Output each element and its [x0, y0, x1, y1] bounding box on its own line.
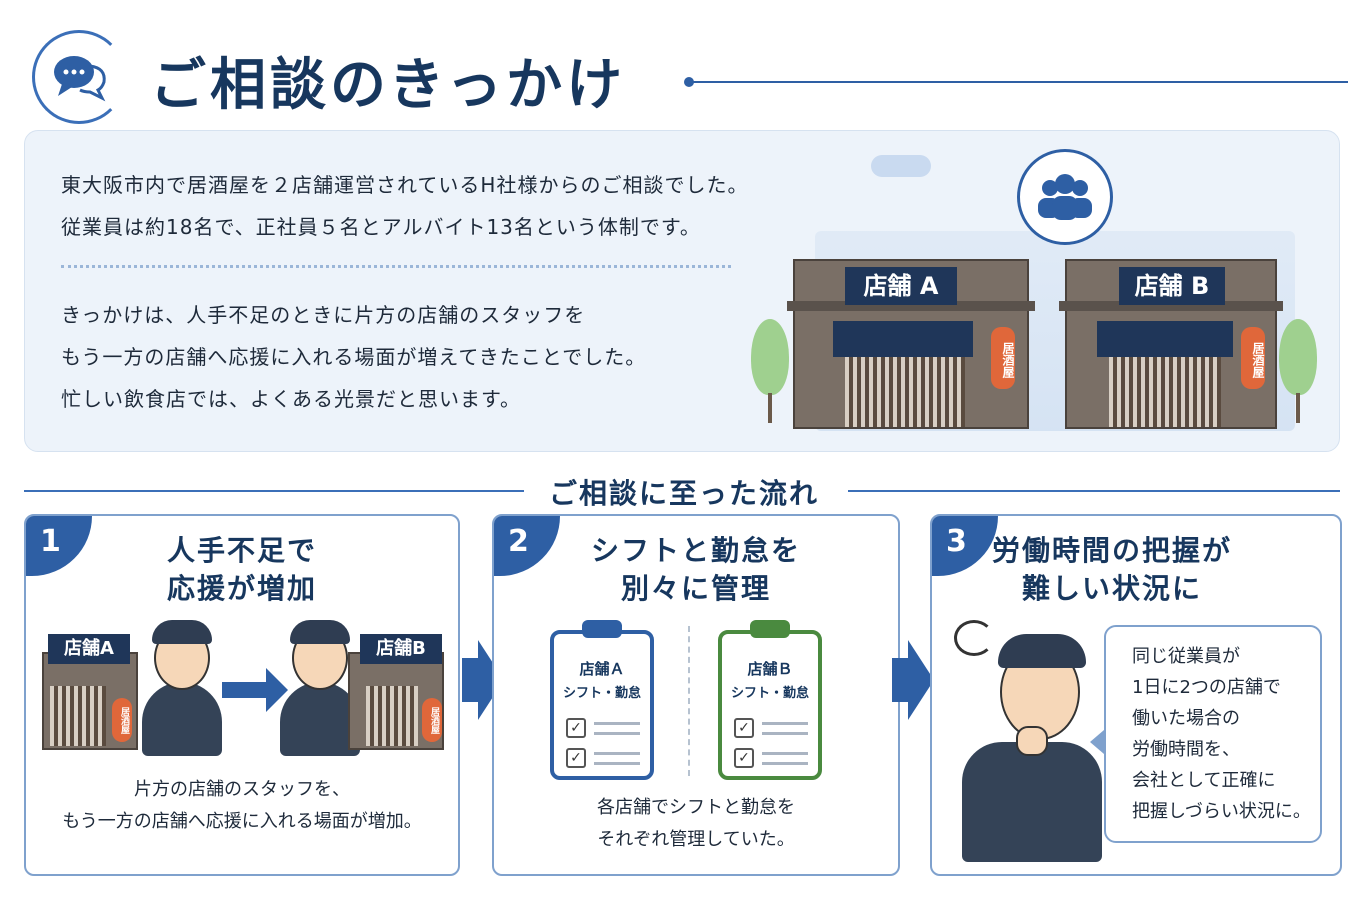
staff-person-left: [142, 682, 222, 756]
mini-shop-a-lantern: 居酒屋: [112, 698, 132, 742]
intro-text-5: 忙しい飲食店では、よくある光景だと思います。: [61, 387, 521, 411]
clipboard-divider: [688, 626, 690, 776]
clipboard-a-clip-icon: [582, 620, 622, 638]
intro-divider: [61, 265, 731, 268]
step-badge-3: 3: [932, 516, 998, 576]
bubble-line: 働いた場合の: [1132, 708, 1240, 729]
flow-arrow-2-stem: [892, 658, 908, 702]
confusion-swirl-icon: [954, 620, 994, 656]
clipboard-a: 店舗Ａ シフト・勤怠 ✓ ✓: [550, 630, 654, 780]
list-line: [594, 762, 640, 765]
intro-text-1: 東大阪市内で居酒屋を２店舗運営されているH社様からのご相談でした。: [61, 173, 749, 197]
bubble-line: 会社として正確に: [1132, 770, 1276, 791]
list-line: [594, 732, 640, 735]
tree-trunk-left: [768, 393, 772, 423]
tree-trunk-right: [1296, 393, 1300, 423]
mini-shop-b-lantern: 居酒屋: [422, 698, 442, 742]
mini-shop-b-sign: 店舗B: [360, 634, 442, 664]
shop-b-roof: [1059, 301, 1283, 311]
list-line: [762, 732, 808, 735]
header-rule: [688, 81, 1348, 83]
move-arrowhead-icon: [266, 668, 288, 712]
step-card-1: 1 人手不足で 応援が増加 店舗A 居酒屋 店舗B 居酒屋 片方の店舗のスタッフ…: [24, 514, 460, 876]
clipboard-a-subtitle: シフト・勤怠: [562, 686, 641, 701]
clipboard-b: 店舗Ｂ シフト・勤怠 ✓ ✓: [718, 630, 822, 780]
mini-shop-b-doors: [366, 686, 418, 746]
list-line: [594, 752, 640, 755]
worried-staff-bandana: [998, 634, 1086, 668]
mini-shop-a-doors: [50, 686, 106, 746]
staff-bandana-left: [152, 620, 212, 644]
shop-a-lantern: 居酒屋: [991, 327, 1015, 389]
mini-shop-a-sign: 店舗A: [48, 634, 130, 664]
checkbox-icon: ✓: [566, 718, 586, 738]
checkbox-icon: ✓: [734, 748, 754, 768]
flow-rule-right: [848, 490, 1340, 492]
page-title: ご相談のきっかけ: [150, 53, 627, 118]
step-card-2: 2 シフトと勤怠を 別々に管理 店舗Ａ シフト・勤怠 ✓ ✓ 店舗Ｂ シフト・勤…: [492, 514, 900, 876]
people-group-icon: [1017, 149, 1113, 245]
clipboard-b-title: 店舗Ｂ: [747, 660, 793, 678]
tree-left: [751, 319, 789, 395]
staff-person-right: [280, 682, 360, 756]
step-title-2: シフトと勤怠を 別々に管理: [590, 534, 801, 605]
clipboard-b-clip-icon: [750, 620, 790, 638]
shop-b-noren: [1097, 321, 1233, 357]
worried-staff-body: [962, 742, 1102, 862]
flow-title: ご相談に至った流れ: [548, 477, 819, 510]
staff-bandana-right: [290, 620, 350, 644]
list-line: [762, 752, 808, 755]
step-title-1: 人手不足で 応援が増加: [166, 534, 317, 605]
step-desc-2: 各店舗でシフトと勤怠を それぞれ管理していた。: [597, 797, 795, 850]
move-arrow-icon: [222, 682, 268, 698]
list-line: [762, 722, 808, 725]
shop-b-lantern: 居酒屋: [1241, 327, 1265, 389]
list-line: [762, 762, 808, 765]
cloud-icon: [871, 155, 931, 177]
intro-text-3: きっかけは、人手不足のときに片方の店舗のスタッフを: [61, 303, 586, 327]
clipboard-a-title: 店舗Ａ: [579, 660, 625, 678]
thinking-hand: [1016, 726, 1048, 756]
intro-panel: 東大阪市内で居酒屋を２店舗運営されているH社様からのご相談でした。 従業員は約1…: [24, 130, 1340, 452]
shop-b-sign: 店舗 B: [1119, 267, 1225, 305]
checkbox-icon: ✓: [734, 718, 754, 738]
bubble-line: 労働時間を、: [1132, 739, 1240, 760]
speech-bubble-tail: [1090, 730, 1104, 754]
shop-a-sign: 店舗 A: [845, 267, 957, 305]
tree-right: [1279, 319, 1317, 395]
speech-bubble: 同じ従業員が 1日に2つの店舗で 働いた場合の 労働時間を、 会社として正確に …: [1104, 625, 1322, 843]
bubble-line: 把握しづらい状況に。: [1132, 801, 1311, 822]
step-title-3: 労働時間の把握が 難しい状況に: [991, 534, 1232, 605]
step-badge-2: 2: [494, 516, 560, 576]
checkbox-icon: ✓: [566, 748, 586, 768]
clipboard-b-subtitle: シフト・勤怠: [730, 686, 809, 701]
flow-arrow-1-stem: [462, 658, 478, 702]
bubble-line: 同じ従業員が: [1132, 646, 1240, 667]
list-line: [594, 722, 640, 725]
intro-text-4: もう一方の店舗へ応援に入れる場面が増えてきたことでした。: [61, 345, 647, 369]
flow-rule-left: [24, 490, 524, 492]
flow-arrow-2-icon: [908, 640, 934, 720]
intro-text-2: 従業員は約18名で、正社員５名とアルバイト13名という体制です。: [61, 215, 701, 239]
shop-b-doors: [1109, 357, 1221, 427]
shop-a-roof: [787, 301, 1035, 311]
step-desc-1: 片方の店舗のスタッフを、 もう一方の店舗へ応援に入れる場面が増加。: [62, 779, 422, 832]
chat-bubbles-icon: [32, 30, 126, 124]
shop-a-doors: [845, 357, 965, 427]
bubble-line: 1日に2つの店舗で: [1132, 677, 1281, 698]
shop-a-noren: [833, 321, 973, 357]
